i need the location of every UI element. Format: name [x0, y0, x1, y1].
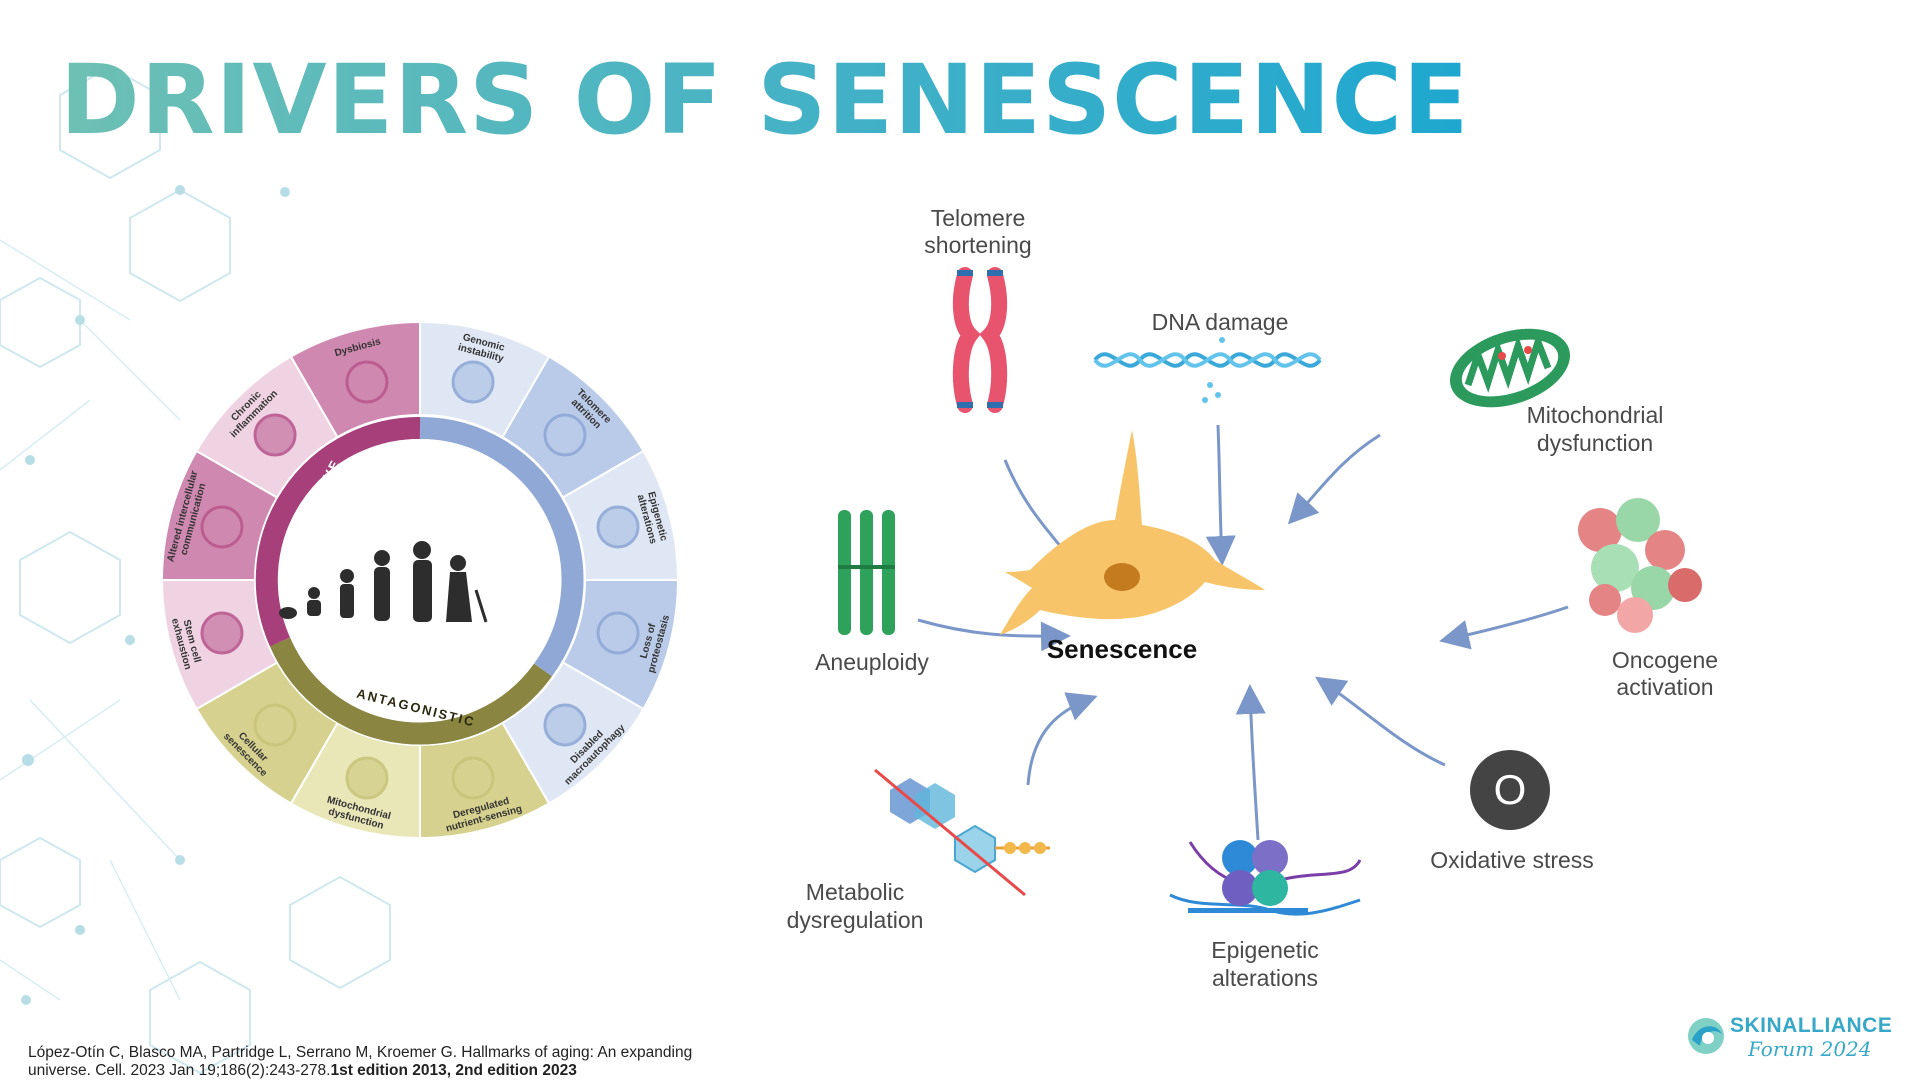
citation-edition: 1st edition 2013, 2nd edition 2023: [330, 1062, 577, 1079]
driver-arrow: [1315, 676, 1446, 767]
ring-antagonistic: [269, 637, 552, 745]
hallmarks-wheel: GenomicinstabilityTelomereattritionEpige…: [160, 320, 680, 840]
wheel-segment-icon: [253, 703, 297, 747]
wheel-segment-icon: [345, 360, 389, 404]
logo-sub: Forum 2024: [1748, 1037, 1872, 1061]
dna-helix-icon: [1093, 337, 1322, 403]
center-label: Senescence: [1047, 634, 1197, 664]
driver-arrow: [1026, 692, 1098, 786]
epigenetic-label-1: Epigenetic: [1211, 937, 1318, 963]
oncogene-label-1: Oncogene: [1612, 647, 1718, 673]
metabolic-label-2: dysregulation: [787, 907, 924, 933]
mito-label-1: Mitochondrial: [1527, 402, 1664, 428]
wheel-segment-icon: [253, 413, 297, 457]
wheel-segment-icon: [451, 756, 495, 800]
wheel-segment-icon: [596, 611, 640, 655]
oxidative-label: Oxidative stress: [1430, 847, 1594, 873]
dna-label: DNA damage: [1152, 309, 1289, 335]
wheel-segment-icon: [200, 611, 244, 655]
oxygen-radical-icon: O: [1470, 750, 1550, 830]
aneuploidy-chromosomes-icon: [838, 510, 895, 635]
senescent-cell-icon: [1000, 430, 1265, 635]
aneuploidy-label: Aneuploidy: [815, 649, 929, 675]
chromosome-icon: [952, 267, 1008, 413]
mitochondria-icon: [1449, 328, 1571, 408]
telomere-label-1: Telomere: [931, 205, 1026, 231]
telomere-label-2: shortening: [924, 232, 1031, 258]
logo-swirl-icon: [1688, 1018, 1724, 1054]
driver-arrow: [1205, 424, 1236, 566]
epigenetic-label-2: alterations: [1212, 965, 1318, 991]
metabolic-label-1: Metabolic: [806, 879, 904, 905]
aging-silhouettes-icon: [279, 541, 488, 623]
wheel-segment-icon: [543, 413, 587, 457]
citation: López-Otín C, Blasco MA, Partridge L, Se…: [28, 1044, 748, 1080]
citation-text: López-Otín C, Blasco MA, Partridge L, Se…: [28, 1044, 693, 1079]
wheel-segment-icon: [200, 505, 244, 549]
wheel-segment-icon: [543, 703, 587, 747]
slide-title: DRIVERS OF SENESCENCE: [60, 44, 1470, 156]
nucleosome-icon: [1169, 840, 1362, 916]
wheel-segment-icon: [596, 505, 640, 549]
mito-label-2: dysfunction: [1537, 430, 1653, 456]
arrows-group: [917, 424, 1569, 841]
oncogene-cells-icon: [1578, 498, 1702, 633]
skinalliance-logo: SKINALLIANCE Forum 2024: [1686, 1012, 1906, 1064]
oncogene-label-2: activation: [1616, 674, 1713, 700]
driver-arrow: [1235, 684, 1266, 841]
logo-brand: SKINALLIANCE: [1730, 1014, 1893, 1037]
driver-arrow: [1287, 433, 1381, 525]
wheel-segment-icon: [345, 756, 389, 800]
senescence-diagram: Senescence Telomere shortening DNA damag…: [787, 205, 1718, 991]
metabolic-molecule-icon: [874, 768, 1050, 897]
oxygen-symbol: O: [1494, 766, 1527, 813]
wheel-segment-icon: [451, 360, 495, 404]
driver-arrow: [917, 618, 1071, 652]
ring-integrative: [255, 416, 421, 647]
driver-arrow: [1439, 605, 1569, 650]
ring-primary: [419, 416, 584, 677]
